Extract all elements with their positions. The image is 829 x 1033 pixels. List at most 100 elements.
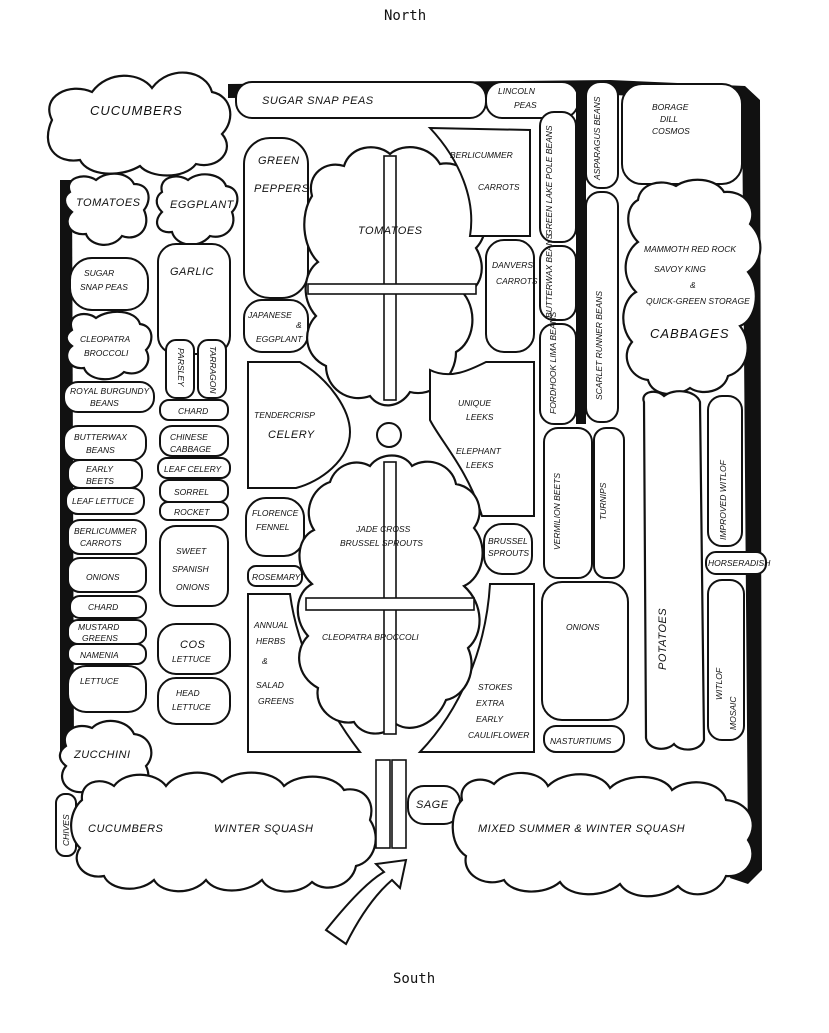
bed-tendercrisp-celery: TENDERCRISP CELERY xyxy=(247,361,352,489)
bed-label-tarragon: TARRAGON xyxy=(208,346,218,394)
bed-label-royal-burgundy-1: ROYAL BURGUNDY xyxy=(70,386,151,396)
bed-witloof-lower: WITLOF MOSAIC xyxy=(707,579,745,741)
bed-label-head-2: LETTUCE xyxy=(172,702,211,712)
bed-label-sweet-spanish-3: ONIONS xyxy=(176,582,210,592)
bed-label-stokes-1: STOKES xyxy=(478,682,513,692)
bed-berlicummer-left: BERLICUMMER CARROTS xyxy=(67,519,147,555)
bed-label-sweet-spanish-2: SPANISH xyxy=(172,564,210,574)
bed-fordhook-lima: FORDHOOK LIMA BEANS xyxy=(539,311,577,425)
bed-danvers-carrots: DANVERS CARROTS xyxy=(485,239,538,353)
bed-label-danvers-1: DANVERS xyxy=(492,260,533,270)
bed-label-lincoln-2: PEAS xyxy=(514,100,537,110)
bed-label-chinese-1: CHINESE xyxy=(170,432,208,442)
bed-label-winter-squash: WINTER SQUASH xyxy=(214,823,313,835)
bed-label-cos-2: LETTUCE xyxy=(172,654,211,664)
bed-head-lettuce: HEAD LETTUCE xyxy=(157,677,231,725)
bed-rosemary: ROSEMARY xyxy=(247,565,303,587)
bed-label-lettuce-left: LETTUCE xyxy=(80,676,119,686)
bed-label-cos-1: COS xyxy=(180,639,206,651)
bed-scarlet-runner: SCARLET RUNNER BEANS xyxy=(585,191,619,423)
bed-label-cucumbers-nw: CUCUMBERS xyxy=(90,103,183,118)
bed-label-tomatoes-center: TOMATOES xyxy=(358,225,423,237)
bed-label-borage-2: DILL xyxy=(660,114,678,124)
bed-label-herbs-4: SALAD xyxy=(256,680,284,690)
bed-label-borage-1: BORAGE xyxy=(652,102,689,112)
bed-label-chard-left: CHARD xyxy=(88,602,118,612)
bed-label-potatoes: POTATOES xyxy=(657,608,669,670)
bed-early-beets: EARLY BEETS xyxy=(67,459,143,489)
bed-label-butterwax-left-2: BEANS xyxy=(86,445,115,455)
bed-label-leaf-lettuce: LEAF LETTUCE xyxy=(72,496,135,506)
bed-label-green-lake: GREEN LAKE POLE BEANS xyxy=(544,125,554,236)
bed-label-berlicummer-left-2: CARROTS xyxy=(80,538,122,548)
entrance-plank-right xyxy=(391,759,407,849)
bed-label-mustard-1: MUSTARD xyxy=(78,622,119,632)
bed-label-fennel-2: FENNEL xyxy=(256,522,290,532)
bed-mustard-greens: MUSTARD GREENS xyxy=(67,619,147,645)
bed-namenia: NAMENIA xyxy=(67,643,147,665)
bed-label-chard-mid: CHARD xyxy=(178,406,208,416)
bed-leeks: UNIQUE LEEKS ELEPHANT LEEKS xyxy=(429,361,535,517)
bed-parsley: PARSLEY xyxy=(165,339,195,399)
bed-label-tendercrisp-2: CELERY xyxy=(268,429,315,441)
bed-label-mammoth-4: QUICK-GREEN STORAGE xyxy=(646,296,750,306)
bed-label-garlic: GARLIC xyxy=(170,266,214,278)
entrance-arrow-icon xyxy=(324,858,408,946)
bed-label-japanese-3: EGGPLANT xyxy=(256,334,303,344)
bed-vermilion-beets: VERMILION BEETS xyxy=(543,427,593,579)
bed-label-green-peppers-2: PEPPERS xyxy=(254,183,310,195)
bed-asparagus-beans: ASPARAGUS BEANS xyxy=(585,81,619,189)
bed-label-green-peppers-1: GREEN xyxy=(258,155,300,167)
bed-leaf-celery: LEAF CELERY xyxy=(157,457,231,479)
bed-label-elephant-2: LEEKS xyxy=(466,460,494,470)
entrance-plank-left xyxy=(375,759,391,849)
bed-label-jade-2: BRUSSEL SPROUTS xyxy=(340,538,423,548)
bed-chinese-cabbage: CHINESE CABBAGE xyxy=(159,425,229,457)
bed-cucumbers-sw-squash: CUCUMBERS WINTER SQUASH xyxy=(70,771,377,893)
bean-trellis-left xyxy=(576,84,586,424)
bed-stokes-cauliflower: STOKES EXTRA EARLY CAULIFLOWER xyxy=(417,583,535,753)
bed-royal-burgundy: ROYAL BURGUNDY BEANS xyxy=(63,381,155,413)
bed-label-japanese-1: JAPANESE xyxy=(247,310,292,320)
bed-label-herbs-2: HERBS xyxy=(256,636,286,646)
bed-tomatoes-center: TOMATOES xyxy=(303,146,487,407)
bed-leaf-lettuce: LEAF LETTUCE xyxy=(65,487,145,515)
bed-sweet-spanish: SWEET SPANISH ONIONS xyxy=(159,525,229,607)
north-label: North xyxy=(384,8,426,24)
bed-label-mixed-squash: MIXED SUMMER & WINTER SQUASH xyxy=(478,823,685,835)
bed-label-improved-witloof: IMPROVED WITLOF xyxy=(718,459,728,540)
bed-lower-oval: JADE CROSS BRUSSEL SPROUTS CLEOPATRA BRO… xyxy=(296,454,484,735)
bed-label-rocket: ROCKET xyxy=(174,507,210,517)
bed-label-stokes-4: CAULIFLOWER xyxy=(468,730,529,740)
bed-label-royal-burgundy-2: BEANS xyxy=(90,398,119,408)
bed-label-mosaic: MOSAIC xyxy=(728,696,738,730)
bed-label-butterwax-right: BUTTERWAX BEANS xyxy=(544,233,554,318)
bed-label-rosemary: ROSEMARY xyxy=(252,572,302,582)
bed-label-berlicummer-top-1: BERLICUMMER xyxy=(450,150,513,160)
bed-label-borage-3: COSMOS xyxy=(652,126,690,136)
bed-potatoes: POTATOES xyxy=(642,390,706,751)
bed-label-fennel-1: FLORENCE xyxy=(252,508,299,518)
bed-label-elephant-1: ELEPHANT xyxy=(456,446,502,456)
bed-label-fordhook: FORDHOOK LIMA BEANS xyxy=(548,311,558,414)
bed-label-mammoth-2: SAVOY KING xyxy=(654,264,706,274)
bed-onions-right: ONIONS xyxy=(541,581,629,721)
bed-butterwax-right: BUTTERWAX BEANS xyxy=(539,233,577,321)
bed-label-turnips: TURNIPS xyxy=(598,482,608,520)
bed-label-eggplant: EGGPLANT xyxy=(170,199,235,211)
bed-label-danvers-2: CARROTS xyxy=(496,276,538,286)
bed-label-scarlet: SCARLET RUNNER BEANS xyxy=(594,291,604,400)
bed-label-unique-1: UNIQUE xyxy=(458,398,491,408)
bed-label-mustard-2: GREENS xyxy=(82,633,118,643)
bed-label-early-beets-1: EARLY xyxy=(86,464,114,474)
bed-label-asparagus: ASPARAGUS BEANS xyxy=(592,96,602,181)
bed-label-vermilion: VERMILION BEETS xyxy=(552,473,562,550)
bed-label-brussel-small-2: SPROUTS xyxy=(488,548,529,558)
bed-label-berlicummer-top-2: CARROTS xyxy=(478,182,520,192)
bed-borage: BORAGE DILL COSMOS xyxy=(621,83,743,185)
bed-label-berlicummer-left-1: BERLICUMMER xyxy=(74,526,137,536)
bed-label-herbs-1: ANNUAL xyxy=(253,620,289,630)
bed-berlicummer-top: BERLICUMMER CARROTS xyxy=(427,126,531,237)
bed-label-jade-1: JADE CROSS xyxy=(355,524,411,534)
bed-label-sugar-snap-peas-top: SUGAR SNAP PEAS xyxy=(262,95,374,107)
